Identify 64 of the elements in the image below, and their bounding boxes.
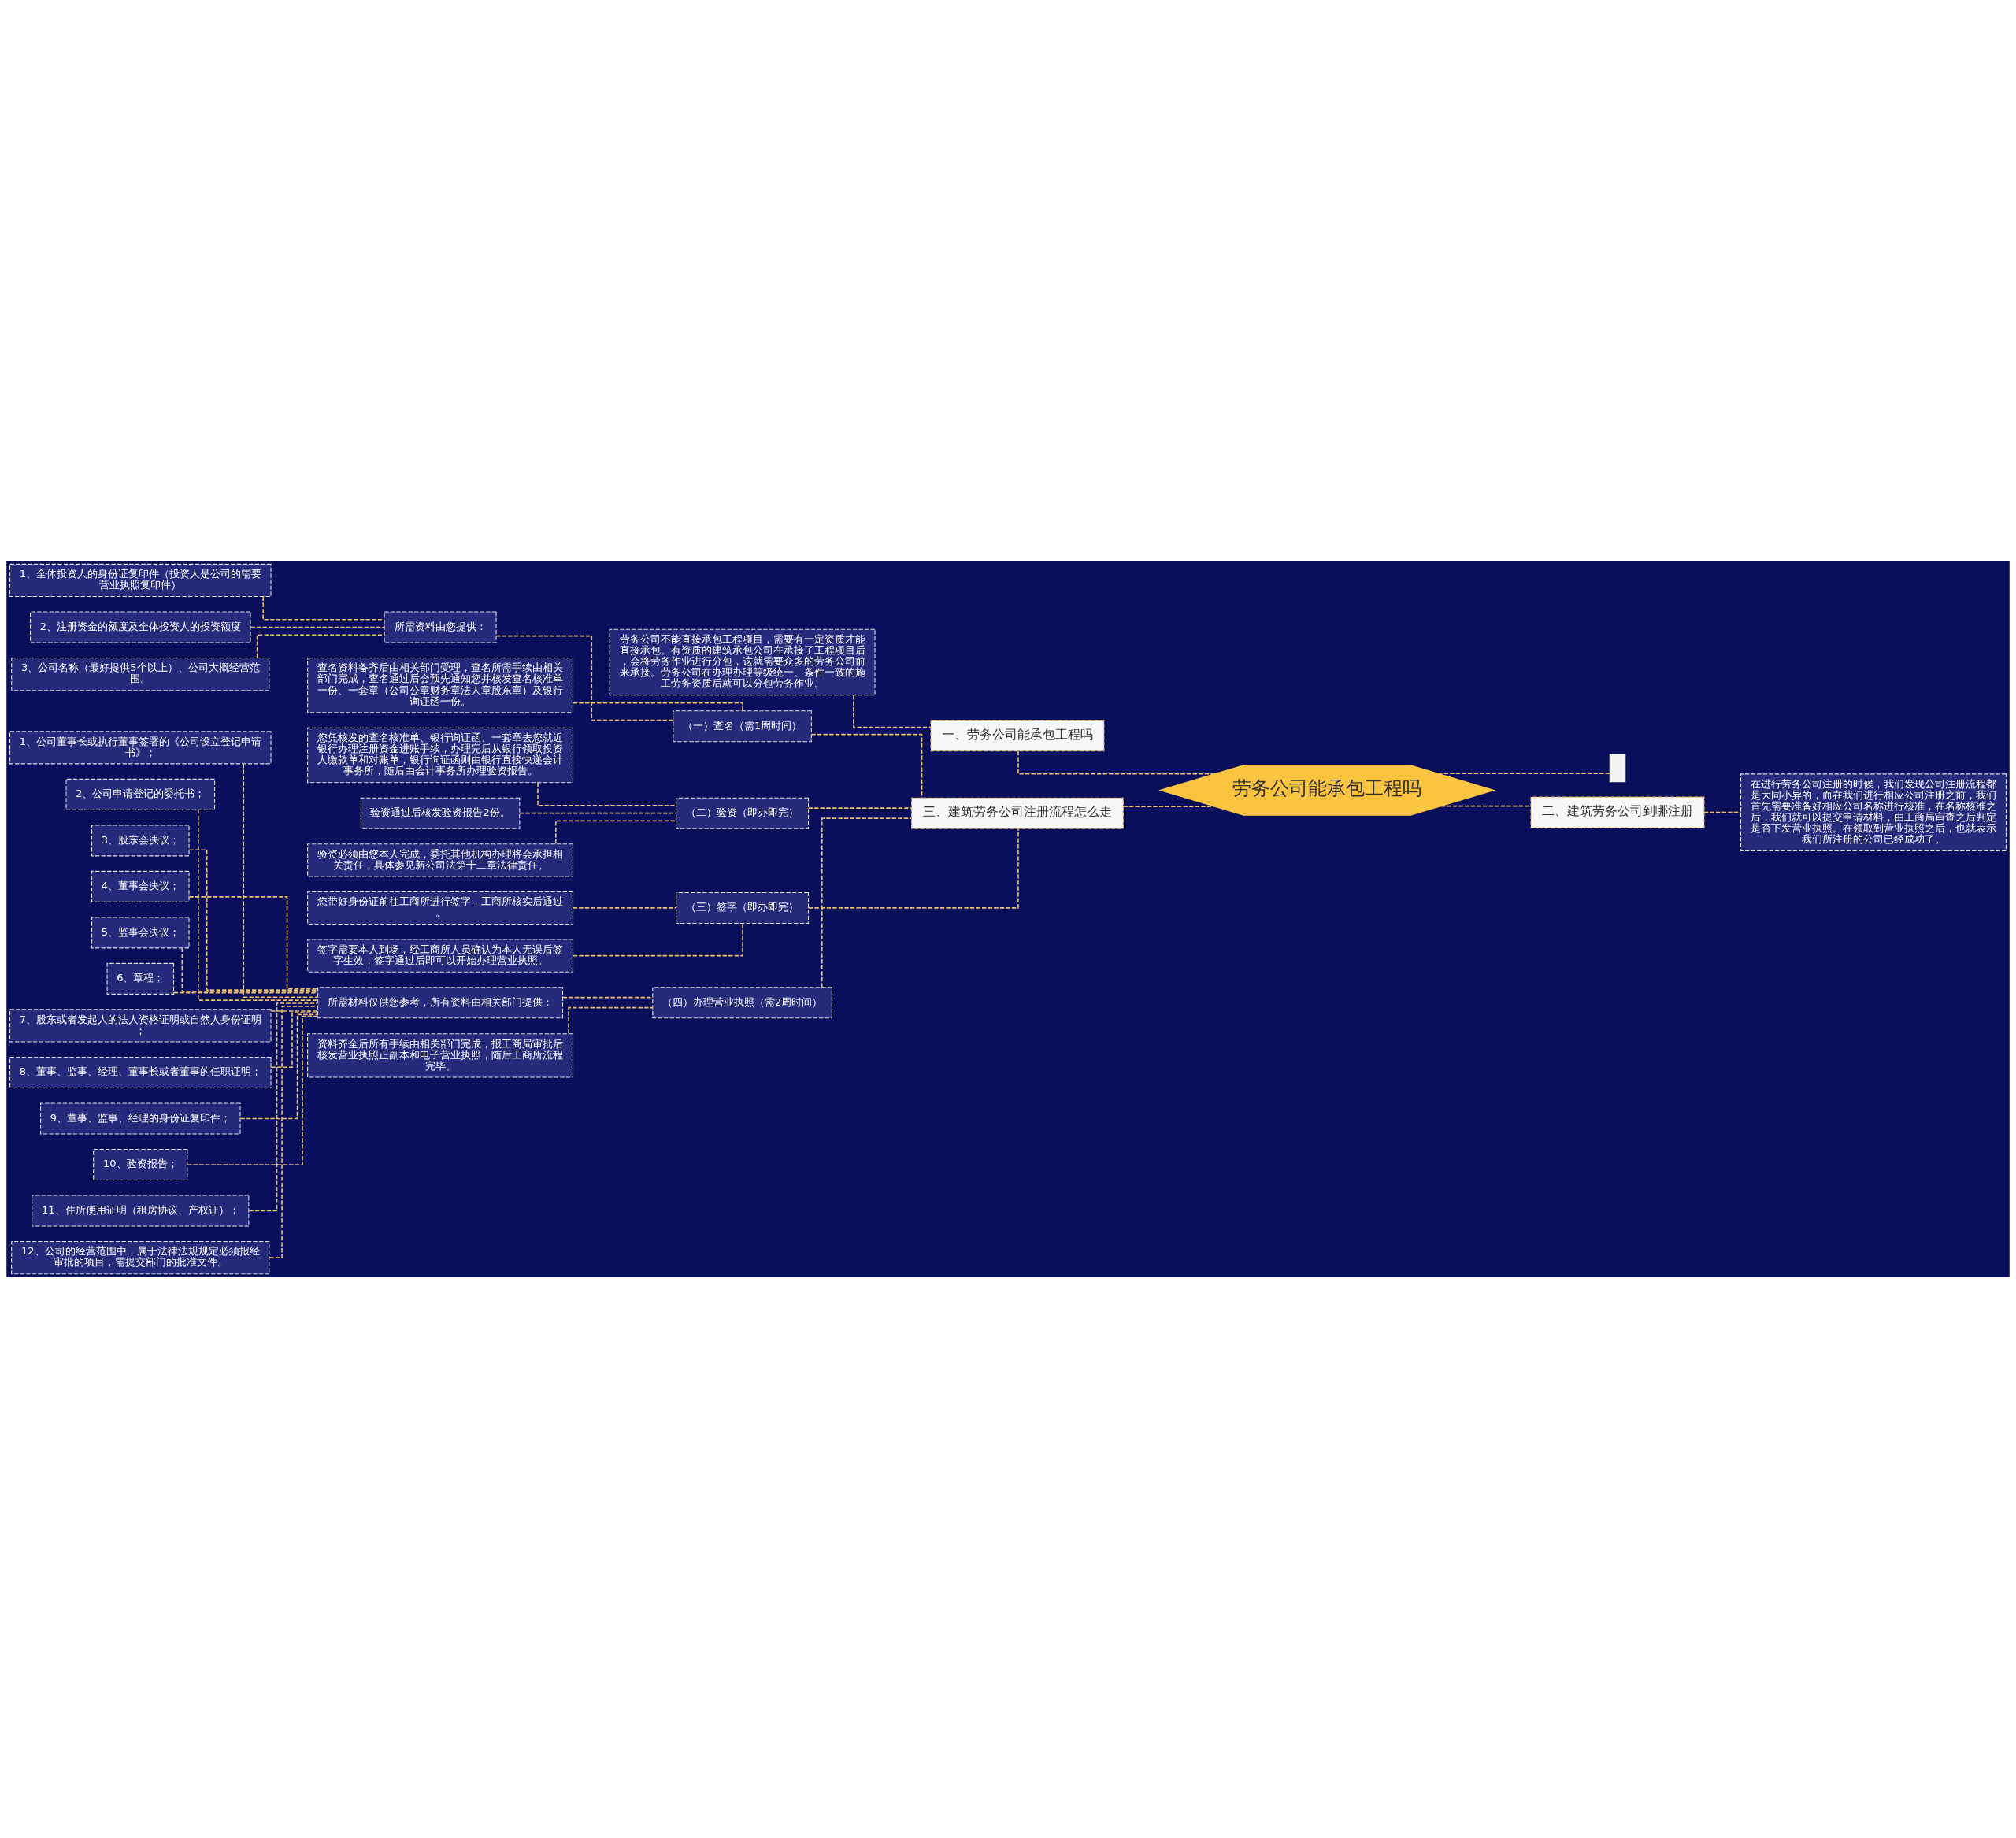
connector — [248, 1002, 319, 1212]
connector — [554, 820, 677, 845]
connector — [821, 817, 913, 988]
node-box: 您带好身份证前往工商所进行签字，工商所核实后通过。 — [307, 891, 574, 925]
connector — [519, 812, 677, 814]
connector — [1122, 806, 1216, 808]
connector — [853, 694, 932, 728]
connector — [807, 807, 913, 809]
node-box: 所需材料仅供您参考，所有资料由相关部门提供： — [317, 987, 564, 1019]
connector — [262, 595, 385, 621]
node-box: 5、监事会决议； — [91, 917, 190, 949]
node-box: 签字需要本人到场，经工商所人员确认为本人无误后签字生效，签字通过后即可以开始办理营业执照。 — [307, 939, 574, 973]
connector — [572, 907, 677, 909]
node-box: 1、公司董事长或执行董事签署的《公司设立登记申请书》； — [9, 731, 272, 765]
node-box: 2、公司申请登记的委托书； — [65, 778, 216, 810]
node-box: 资料齐全后所有手续由相关部门完成，报工商局审批后核发营业执照正副本和电子营业执照，随后工商所流程完毕。 — [307, 1033, 574, 1078]
node-box: （四）办理营业执照（需2周时间） — [652, 987, 832, 1019]
node-box: 三、建筑劳务公司注册流程怎么走 — [911, 797, 1124, 829]
node-box: 7、股东或者发起人的法人资格证明或自然人身份证明； — [9, 1009, 272, 1043]
node-box: 您凭核发的查名核准单、银行询证函、一套章去您就近银行办理注册资金进账手续，办理完后从银行领取投资人缴款单和对账单，银行询证函则由银行直接快递会计事务所，随后由会计事务所办理验资报告。 — [307, 727, 574, 784]
connector — [495, 635, 674, 721]
node-box: 劳务公司不能直接承包工程项目，需要有一定资质才能直接承包。有资质的建筑承包公司在承接了工程项目后，会将劳务作业进行分包，这就需要众多的劳务公司前来承接。劳务公司在办理办理等级统一、条件一致的施工劳务资质后就可以分包劳务作业。 — [609, 628, 876, 696]
connector — [1437, 773, 1611, 774]
node-box: 验资必须由您本人完成，委托其他机构办理将会承担相关责任，具体参见新公司法第十二章法律责任。 — [307, 843, 574, 877]
node-box: （二）验资（即办即完） — [676, 797, 810, 829]
connector — [188, 896, 319, 990]
node-box: 1、全体投资人的身份证复印件（投资人是公司的需要营业执照复印件） — [9, 563, 272, 598]
node-box: 12、公司的经营范围中，属于法律法规规定必须报经审批的项目，需提交部门的批准文件。 — [11, 1240, 270, 1275]
node-box: 3、公司名称（最好提供5个以上）、公司大概经营范围。 — [11, 657, 270, 691]
connector — [270, 1012, 319, 1069]
connector — [572, 922, 743, 957]
node-box: 9、董事、监事、经理的身份证复印件； — [40, 1102, 241, 1135]
connector — [568, 1006, 654, 1035]
node-box: 查名资料备齐后由相关部门受理，查名所需手续由相关部门完成，查名通过后会预先通知您并核发查名核准单一份、一套章（公司公章财务章法人章股东章）及银行询证函一份。 — [307, 657, 574, 713]
node-box: 6、章程； — [106, 962, 175, 995]
node-box: 3、股东会决议； — [91, 825, 190, 857]
connector — [188, 849, 319, 991]
connector — [187, 1015, 319, 1165]
node-box: （一）查名（需1周时间） — [673, 710, 812, 743]
node-box: 11、住所使用证明（租房协议、产权证）； — [32, 1195, 250, 1227]
connector — [270, 1010, 319, 1012]
node-box: 10、验资报告； — [93, 1148, 188, 1181]
node-box: （三）签字（即办即完） — [676, 891, 810, 924]
node-box: 所需资料由您提供： — [384, 611, 497, 643]
connector — [256, 634, 385, 659]
node-box: 8、董事、监事、经理、董事长或者董事的任职证明； — [9, 1056, 272, 1089]
connector — [181, 947, 319, 992]
connector — [239, 1013, 319, 1120]
node-box: 二、建筑劳务公司到哪注册 — [1530, 796, 1705, 828]
connector — [537, 782, 677, 806]
node-box — [1609, 754, 1626, 783]
node-box: 验资通过后核发验资报告2份。 — [360, 797, 521, 829]
connector — [250, 626, 385, 628]
connector — [1440, 805, 1532, 807]
connector — [198, 809, 319, 1001]
connector — [808, 828, 1019, 909]
node-box: 4、董事会决议； — [91, 870, 190, 902]
node-box: 在进行劳务公司注册的时候，我们发现公司注册流程都是大同小异的，而在我们进行相应公司注册之前，我们首先需要准备好相应公司名称进行核准，在名称核准之后，我们就可以提交申请材料，由工商局审查之后判定是否下发营业执照。在领取到营业执照之后，也就表示我们所注册的公司已经成功了。 — [1740, 773, 2007, 851]
connector — [269, 1006, 318, 1258]
node-box: 一、劳务公司能承包工程吗 — [930, 720, 1105, 752]
node-box: 2、注册资金的额度及全体投资人的投资额度 — [30, 611, 251, 643]
connector — [173, 991, 319, 994]
connector — [243, 763, 319, 999]
connector — [810, 733, 923, 799]
